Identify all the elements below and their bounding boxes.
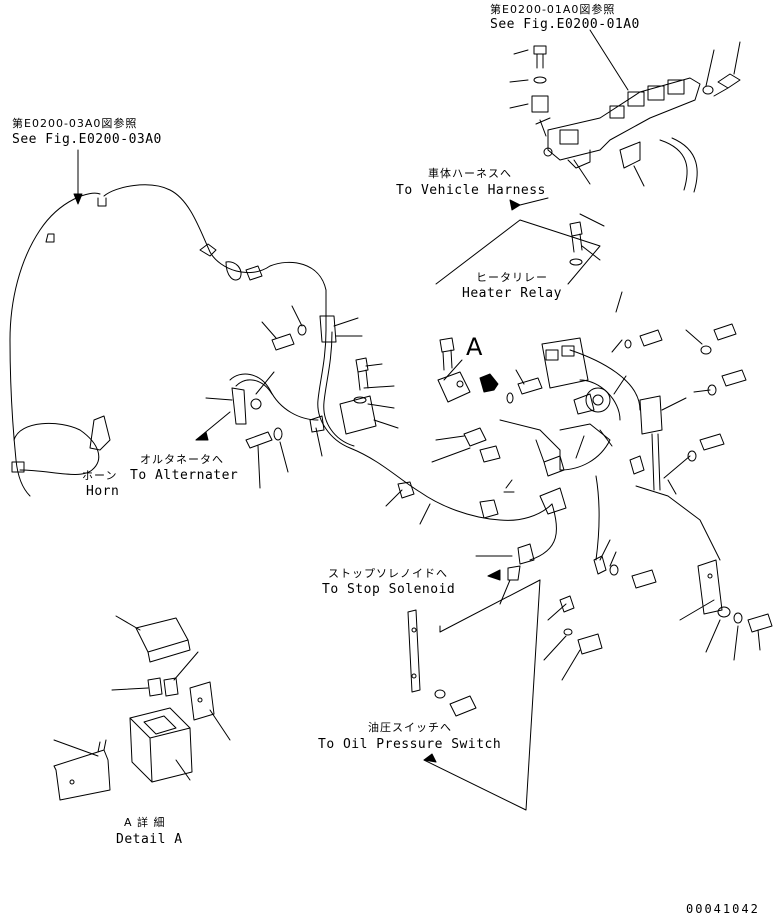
detail-a-label-jp: A 詳 細 bbox=[124, 816, 166, 829]
relay-box-assembly bbox=[510, 30, 740, 192]
heater-relay-area bbox=[272, 324, 746, 560]
vehicle-harness-label-en: To Vehicle Harness bbox=[396, 183, 546, 198]
horn-label-jp: ホーン bbox=[82, 469, 118, 482]
alternator-label-jp: オルタネータへ bbox=[140, 453, 224, 466]
vehicle-harness-arrow bbox=[436, 198, 600, 284]
detail-a-drawing bbox=[54, 616, 230, 800]
drawing-number: 00041042 bbox=[686, 902, 760, 916]
alternator-connection bbox=[196, 388, 282, 448]
oil-pressure-label-en: To Oil Pressure Switch bbox=[318, 737, 502, 752]
lower-right-components bbox=[408, 556, 772, 810]
heater-relay-label-en: Heater Relay bbox=[462, 286, 562, 301]
horn-label-en: Horn bbox=[86, 484, 120, 499]
stop-solenoid-label-jp: ストップソレノイドへ bbox=[328, 567, 448, 580]
heater-relay-label-jp: ヒータリレー bbox=[476, 271, 548, 284]
fig-ref-01a0-en: See Fig.E0200-01A0 bbox=[490, 17, 640, 32]
bolt-vehicle-harness bbox=[570, 222, 582, 265]
main-harness bbox=[230, 316, 566, 580]
horn-harness bbox=[10, 150, 326, 496]
alternator-label-en: To Alternater bbox=[130, 468, 239, 483]
vehicle-harness-label-jp: 車体ハーネスへ bbox=[428, 167, 512, 180]
leader-lines bbox=[206, 214, 710, 604]
oil-pressure-label-jp: 油圧スイッチへ bbox=[368, 721, 452, 734]
fig-ref-03a0-jp: 第E0200-03A0図参照 bbox=[12, 117, 138, 130]
view-a-marker: A bbox=[466, 333, 483, 361]
fig-ref-03a0-en: See Fig.E0200-03A0 bbox=[12, 132, 162, 147]
fig-ref-01a0-jp: 第E0200-01A0図参照 bbox=[490, 3, 616, 16]
stop-solenoid-label-en: To Stop Solenoid bbox=[322, 582, 456, 597]
detail-a-label-en: Detail A bbox=[116, 832, 183, 847]
